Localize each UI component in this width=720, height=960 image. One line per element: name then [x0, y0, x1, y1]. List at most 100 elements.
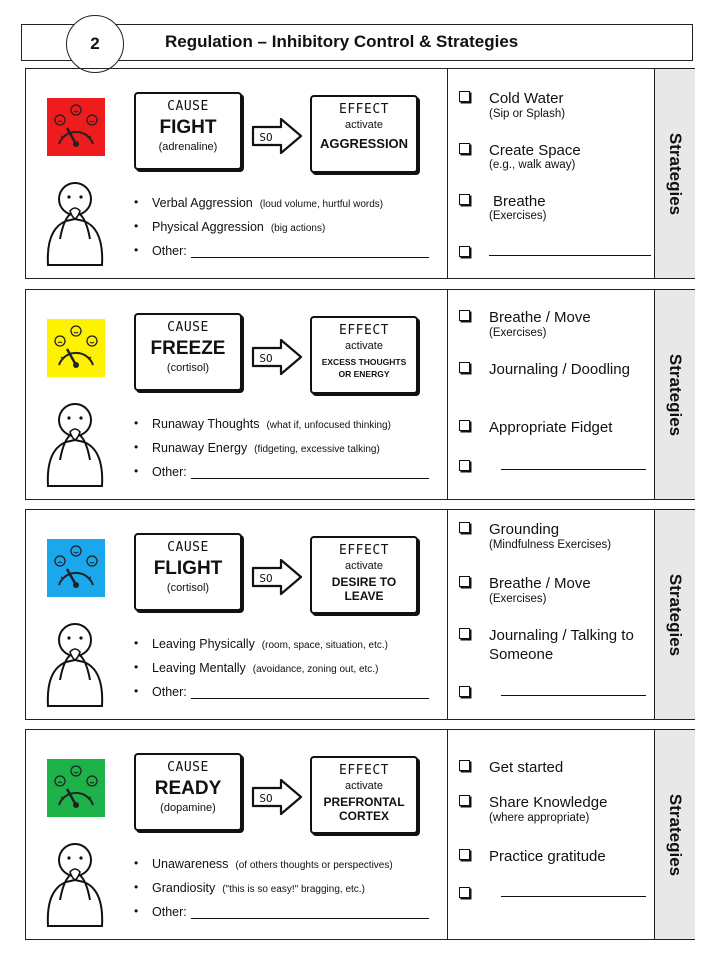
list-item: Other: — [134, 684, 444, 709]
behavior-list: Unawareness (of others thoughts or persp… — [134, 856, 444, 929]
side-panel: Strategies — [654, 730, 695, 939]
strategy-checkbox[interactable] — [459, 849, 470, 860]
connector-label: SO — [259, 572, 272, 585]
arrow-icon: SO — [251, 558, 303, 596]
cause-head: CAUSE — [167, 540, 209, 555]
cause-sub: (cortisol) — [166, 582, 210, 594]
strategy-checkbox[interactable] — [459, 460, 470, 471]
cause-box: CAUSE FIGHT (adrenaline) — [134, 92, 242, 170]
strategy-label: Journaling / Talking to Someone — [489, 627, 634, 663]
cause-main: FIGHT — [159, 117, 217, 138]
stick-figure-icon — [46, 403, 104, 487]
stick-figure-icon — [46, 843, 104, 927]
side-label: Strategies — [666, 573, 685, 656]
cause-effect-arrow: SO — [251, 338, 303, 376]
strategy-checkbox[interactable] — [459, 143, 470, 154]
bullet-detail: (what if, unfocused thinking) — [266, 420, 391, 431]
strategy-label: Grounding — [489, 521, 560, 538]
strategy-label: Appropriate Fidget — [489, 419, 613, 436]
behavior-list: Runaway Thoughts (what if, unfocused thi… — [134, 416, 444, 489]
list-item: Other: — [134, 464, 444, 489]
list-item: Leaving Mentally (avoidance, zoning out,… — [134, 660, 444, 685]
effect-box: EFFECT activate DESIRE TO LEAVE — [310, 536, 418, 614]
effect-mid: activate — [345, 340, 383, 352]
header-bar — [21, 24, 693, 61]
strategy-checkbox[interactable] — [459, 91, 470, 102]
bullet-detail: (room, space, situation, etc.) — [261, 640, 388, 651]
effect-main: DESIRE TO LEAVE — [331, 575, 397, 603]
strategy-detail: (e.g., walk away) — [489, 159, 576, 171]
strategy-label: Journaling / Doodling — [489, 361, 630, 378]
strategy-checkbox[interactable] — [459, 887, 470, 898]
strategy-checkbox[interactable] — [459, 420, 470, 431]
other-input-line[interactable] — [190, 466, 429, 479]
strategy-checkbox[interactable] — [459, 194, 470, 205]
strategy-label: Breathe / Move — [489, 575, 591, 592]
strategy-detail: (Exercises) — [489, 327, 547, 339]
bullet-detail: (fidgeting, excessive talking) — [254, 444, 380, 455]
strategy-detail: (Mindfulness Exercises) — [489, 539, 612, 551]
cause-main: FLIGHT — [153, 558, 223, 579]
strategy-label: Practice gratitude — [489, 848, 606, 865]
strategy-blank-line[interactable] — [501, 895, 646, 897]
side-label: Strategies — [666, 353, 685, 436]
cause-sub: (cortisol) — [166, 362, 210, 374]
connector-label: SO — [259, 792, 272, 805]
list-item: Unawareness (of others thoughts or persp… — [134, 856, 444, 881]
strategy-checkbox[interactable] — [459, 686, 470, 697]
strategy-checkbox[interactable] — [459, 760, 470, 771]
strategy-checkbox[interactable] — [459, 795, 470, 806]
behavior-list: Verbal Aggression (loud volume, hurtful … — [134, 195, 444, 268]
list-item: Physical Aggression (big actions) — [134, 219, 444, 244]
cause-head: CAUSE — [167, 760, 209, 775]
stick-figure-icon — [46, 623, 104, 707]
bullet-detail: (loud volume, hurtful words) — [259, 199, 384, 210]
connector-label: SO — [259, 131, 272, 144]
strategy-label: Cold Water — [489, 90, 564, 107]
bullet-text: Other: — [152, 905, 187, 919]
bullet-text: Grandiosity — [152, 881, 216, 895]
effect-mid: activate — [345, 780, 383, 792]
side-label: Strategies — [666, 132, 685, 215]
regulation-card-flight: CAUSE FLIGHT (cortisol) SO EFFECT activa… — [25, 509, 695, 720]
cause-effect-arrow: SO — [251, 117, 303, 155]
cause-head: CAUSE — [167, 320, 209, 335]
card-divider — [447, 730, 448, 939]
strategy-checkbox[interactable] — [459, 576, 470, 587]
card-divider — [447, 510, 448, 719]
effect-main: PREFRONTAL CORTEX — [323, 795, 405, 823]
strategy-checkbox[interactable] — [459, 522, 470, 533]
list-item: Grandiosity ("this is so easy!" bragging… — [134, 880, 444, 905]
strategy-detail: (Sip or Splash) — [489, 108, 566, 120]
behavior-list: Leaving Physically (room, space, situati… — [134, 636, 444, 709]
strategy-checkbox[interactable] — [459, 246, 470, 257]
other-input-line[interactable] — [190, 906, 429, 919]
bullet-detail: (big actions) — [270, 223, 326, 234]
arrow-icon: SO — [251, 338, 303, 376]
bullet-detail: (of others thoughts or perspectives) — [235, 860, 393, 871]
effect-head: EFFECT — [339, 323, 389, 338]
cause-sub: (adrenaline) — [158, 141, 218, 153]
effect-head: EFFECT — [339, 543, 389, 558]
strategy-checkbox[interactable] — [459, 628, 470, 639]
effect-box: EFFECT activate PREFRONTAL CORTEX — [310, 756, 418, 834]
strategy-blank-line[interactable] — [489, 254, 651, 256]
stick-figure — [40, 618, 110, 708]
strategy-checkbox[interactable] — [459, 310, 470, 321]
strategy-label: Get started — [489, 759, 564, 776]
cause-main: READY — [154, 778, 222, 799]
strategy-blank-line[interactable] — [501, 468, 646, 470]
other-input-line[interactable] — [190, 245, 429, 258]
strategy-detail: (where appropriate) — [489, 812, 590, 824]
bullet-text: Other: — [152, 685, 187, 699]
list-item: Other: — [134, 243, 444, 268]
stick-figure-icon — [46, 182, 104, 266]
regulation-card-fight: CAUSE FIGHT (adrenaline) SO EFFECT activ… — [25, 68, 695, 279]
strategy-blank-line[interactable] — [501, 694, 646, 696]
bullet-text: Leaving Mentally — [152, 661, 246, 675]
cause-box: CAUSE READY (dopamine) — [134, 753, 242, 831]
strategy-checkbox[interactable] — [459, 362, 470, 373]
strategy-detail: (Exercises) — [489, 210, 547, 222]
cause-head: CAUSE — [167, 99, 209, 114]
other-input-line[interactable] — [190, 686, 429, 699]
